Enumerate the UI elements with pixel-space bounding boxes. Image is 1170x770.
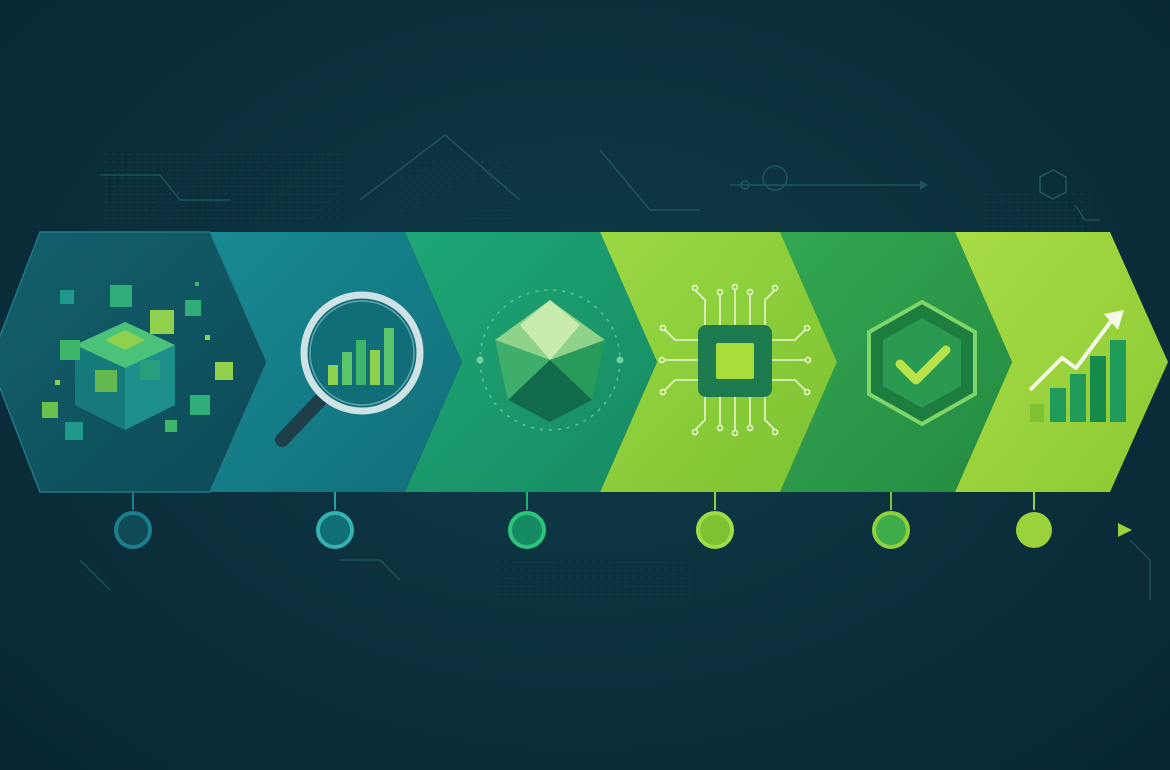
- background-texture: [79, 134, 1151, 600]
- timeline-node-5: [872, 511, 910, 549]
- timeline-node-2: [316, 511, 354, 549]
- timeline-arrow-icon: [1118, 523, 1132, 537]
- faceted-gem-icon: [476, 289, 624, 431]
- timeline-node-6: [1016, 512, 1052, 548]
- hexagon-checkmark-icon: [867, 299, 977, 427]
- stage-6-chevron: [955, 232, 1168, 492]
- growth-chart-arrow-icon: [1028, 310, 1126, 422]
- circuit-chip-icon: [658, 283, 812, 437]
- chip-body: [698, 325, 772, 397]
- magnifier-bar-chart-icon: [275, 291, 424, 447]
- cube-cluster-icon: [42, 282, 233, 440]
- timeline-node-4: [696, 511, 734, 549]
- timeline-node-3: [508, 511, 546, 549]
- timeline-node-1: [114, 511, 152, 549]
- timeline: [32, 492, 1132, 549]
